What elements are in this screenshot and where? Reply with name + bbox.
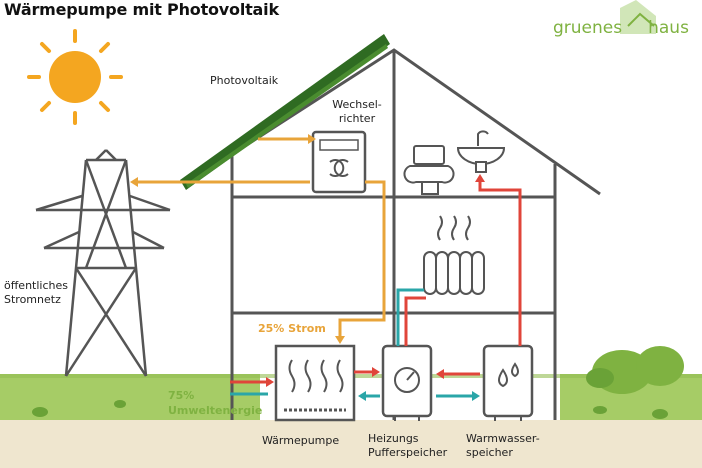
label-warmwasser-line2: speicher xyxy=(466,446,513,459)
label-waermepumpe: Wärmepumpe xyxy=(262,434,340,447)
sun-icon xyxy=(27,29,123,125)
label-wechselrichter-line1: Wechsel- xyxy=(332,98,382,111)
label-stromnetz-line2: Stromnetz xyxy=(4,293,61,306)
label-warmwasserspeicher: Warmwasser- speicher xyxy=(466,432,540,460)
hot-water-flow xyxy=(436,369,480,379)
label-pufferspeicher-line2: Pufferspeicher xyxy=(368,446,448,459)
house-logo-icon xyxy=(620,0,656,34)
heating-flow xyxy=(230,174,522,387)
buffer-tank-icon xyxy=(381,344,433,421)
power-tower-icon xyxy=(35,149,171,377)
label-strom-share: 25% Strom xyxy=(258,322,326,335)
page-title: Wärmepumpe mit Photovoltaik xyxy=(4,0,279,19)
label-umweltenergie: 75% Umweltenergie xyxy=(168,388,262,418)
radiator-icon xyxy=(423,215,485,295)
bush-icon xyxy=(586,346,684,394)
label-warmwasser-line1: Warmwasser- xyxy=(466,432,540,445)
heat-pump-icon xyxy=(274,344,356,422)
label-wechselrichter: Wechsel- richter xyxy=(322,98,392,126)
label-stromnetz: öffentliches Stromnetz xyxy=(4,279,68,307)
label-umwelt-text: Umweltenergie xyxy=(168,404,263,417)
toilet-icon xyxy=(403,145,455,195)
solar-panel-icon xyxy=(180,34,390,190)
sink-icon xyxy=(456,130,506,173)
ground xyxy=(0,374,702,468)
return-flow xyxy=(230,288,480,401)
inverter-icon xyxy=(311,130,367,194)
grass-tufts xyxy=(32,400,668,419)
electricity-flow xyxy=(130,134,386,344)
brand-logo: gruenes haus xyxy=(553,18,689,38)
label-pufferspeicher: Heizungs Pufferspeicher xyxy=(368,432,447,460)
label-umwelt-percent: 75% xyxy=(168,389,195,402)
brand-part-2: haus xyxy=(648,18,689,38)
label-stromnetz-line1: öffentliches xyxy=(4,279,68,292)
hot-water-tank-icon xyxy=(482,344,534,421)
label-pufferspeicher-line1: Heizungs xyxy=(368,432,419,445)
label-wechselrichter-line2: richter xyxy=(338,112,376,125)
brand-part-1: gruenes xyxy=(553,18,623,38)
label-photovoltaik: Photovoltaik xyxy=(210,74,279,87)
